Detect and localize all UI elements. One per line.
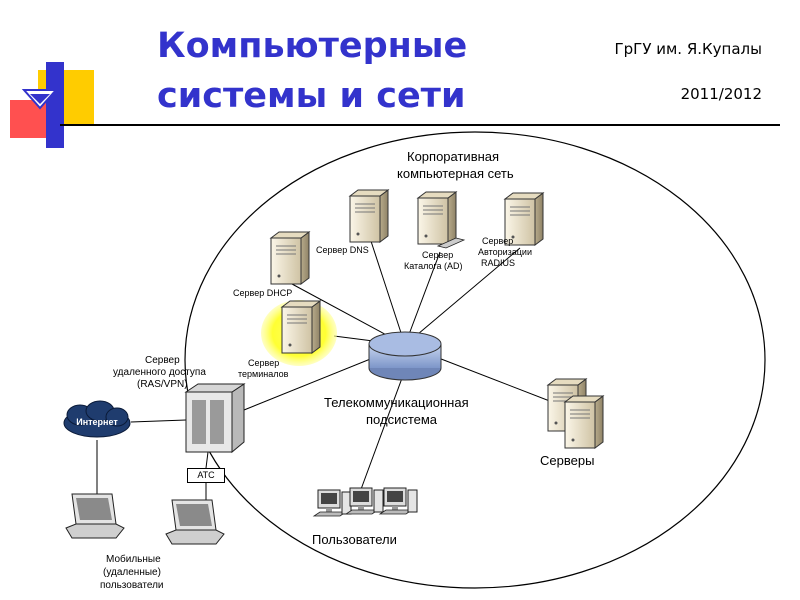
header-divider xyxy=(60,124,780,126)
server-catalog-label-2: Каталога (AD) xyxy=(404,261,463,271)
server-terminals-label-1: Сервер xyxy=(248,358,280,368)
telecom-label-1: Телекоммуникационная xyxy=(324,395,469,410)
remote-access-label-2: удаленного доступа xyxy=(113,367,206,378)
server-auth-label-2: Авторизации xyxy=(478,247,532,257)
internet-label: Интернет xyxy=(76,417,118,427)
server-catalog-label-1: Сервер xyxy=(422,250,454,260)
server-auth-label-3: RADIUS xyxy=(481,258,516,268)
mobile-users-label-2: (удаленные) xyxy=(103,567,161,578)
internet-cloud: Интернет xyxy=(63,406,131,440)
atc-box: АТС xyxy=(187,468,225,483)
servers-label: Серверы xyxy=(540,453,595,468)
title-line1: Компьютерные xyxy=(157,26,468,66)
server-dns-label: Сервер DNS xyxy=(316,245,369,255)
server-terminals-label-2: терминалов xyxy=(238,369,289,379)
remote-access-label-1: Сервер xyxy=(145,355,180,366)
telecom-label-2: подсистема xyxy=(366,412,438,427)
year-label: 2011/2012 xyxy=(680,85,762,103)
atc-label: АТС xyxy=(197,470,215,480)
organization-label: ГрГУ им. Я.Купалы xyxy=(614,40,762,58)
mobile-users-label-1: Мобильные xyxy=(106,554,161,565)
server-dhcp-label: Сервер DHCP xyxy=(233,288,293,298)
server-auth-label-1: Сервер xyxy=(482,236,514,246)
corporate-network-label-1: Корпоративная xyxy=(407,149,500,164)
corporate-network-label-2: компьютерная сеть xyxy=(397,166,514,181)
remote-access-label-3: (RAS/VPN) xyxy=(137,379,188,390)
mobile-users-label-3: пользователи xyxy=(100,580,164,591)
title-line2: системы и сети xyxy=(157,76,466,116)
users-label: Пользователи xyxy=(312,532,397,547)
